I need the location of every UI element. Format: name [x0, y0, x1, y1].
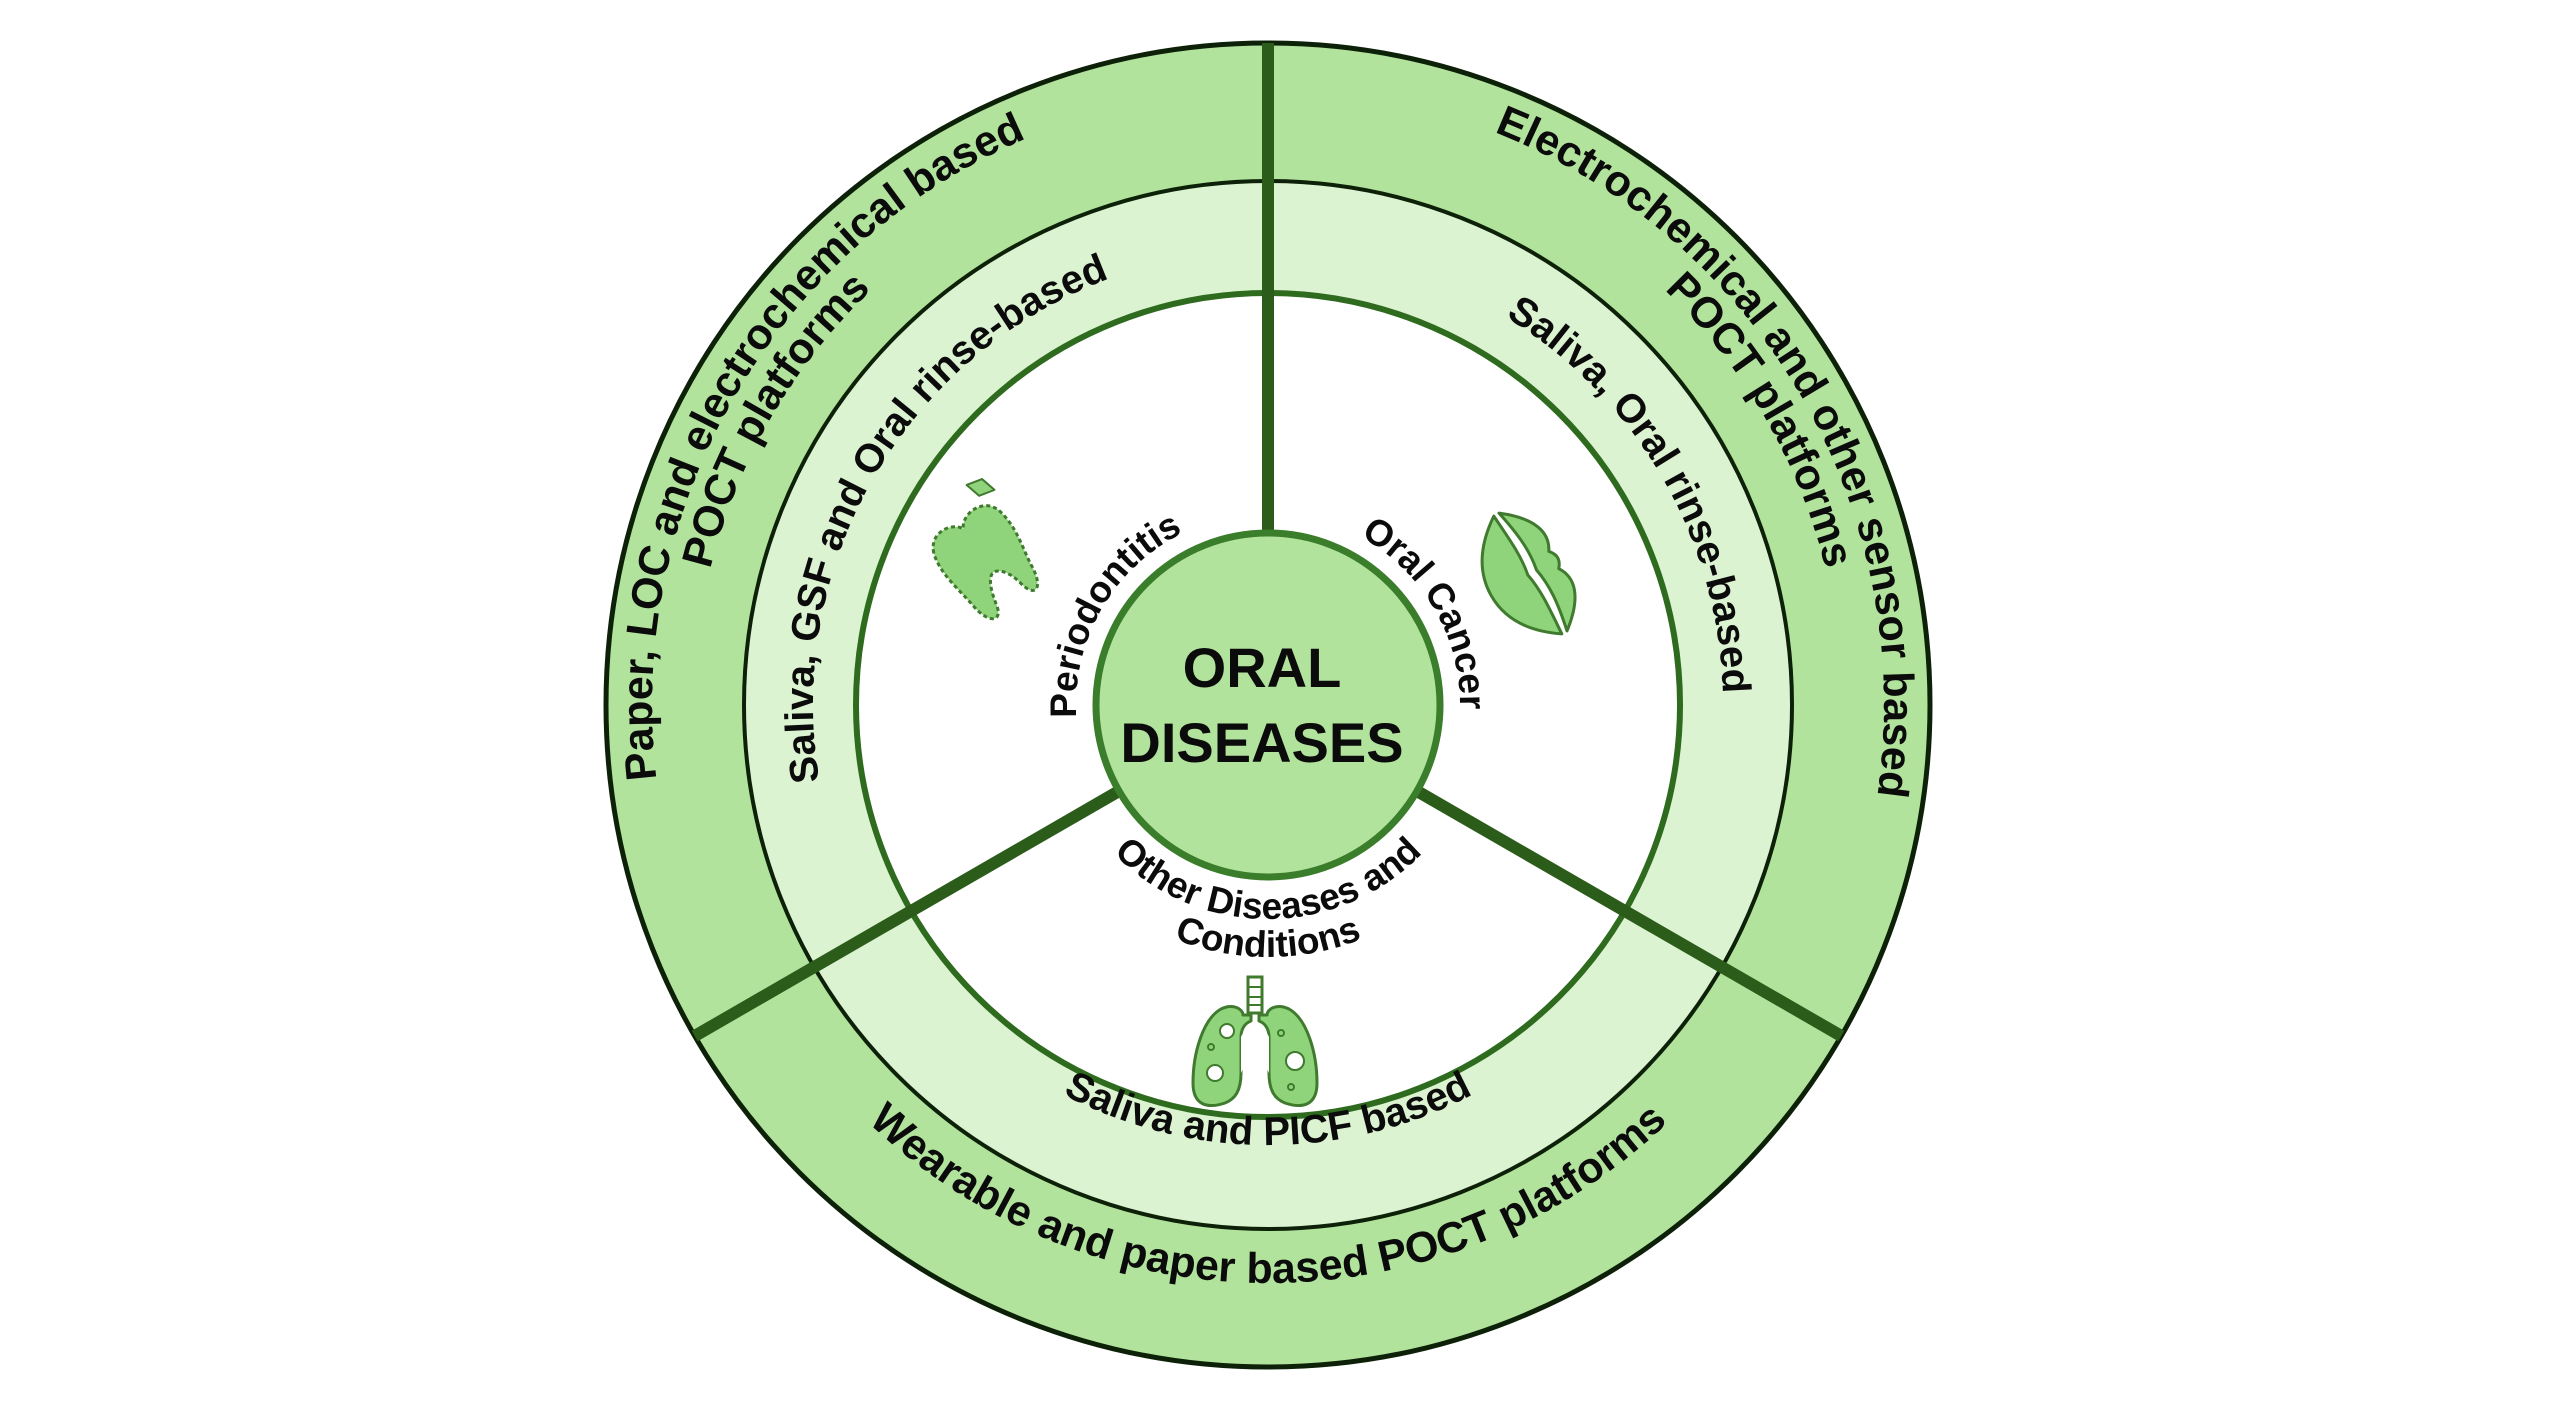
sector-dividers: [691, 43, 1845, 1042]
sector-divider: [1413, 785, 1845, 1042]
center-disk: [1092, 529, 1444, 881]
center-title-line-2: DISEASES: [1120, 711, 1403, 774]
lips-icon: [1480, 511, 1577, 636]
sector-divider: [691, 785, 1123, 1042]
lungs-icon: [1191, 975, 1319, 1107]
center-title-line-1: ORAL: [1183, 636, 1342, 699]
tooth-icon: [931, 478, 1040, 621]
